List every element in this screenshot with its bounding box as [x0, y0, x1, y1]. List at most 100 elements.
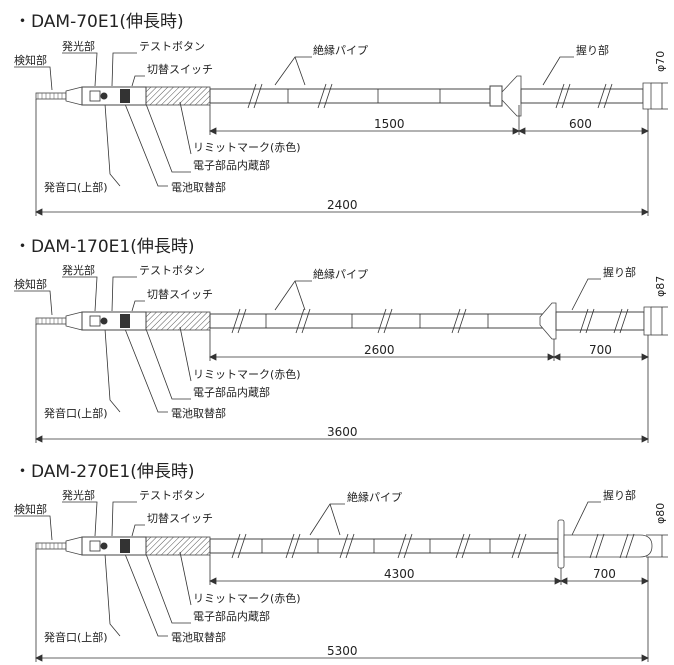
diagram-svg: ・DAM-270E1(伸長時) 検知部 発光部 テストボタン 切替スイッチ 絶縁…: [14, 462, 668, 662]
label-detector: 検知部: [14, 277, 47, 291]
dimension-lines: [35, 353, 649, 443]
grip-pipe: [555, 311, 645, 331]
label-electronics: 電子部品内蔵部: [193, 385, 270, 399]
diameter-label: φ70: [654, 51, 667, 72]
label-detector: 検知部: [14, 53, 47, 67]
switch-shape: [120, 314, 130, 328]
label-light: 発光部: [62, 263, 95, 277]
dimension-total: 2400: [327, 198, 358, 212]
diagram-svg: ・DAM-70E1(伸長時) 検知部 発光部 テストボタン 切替スイッチ 絶縁パ…: [14, 12, 668, 216]
leader-pipe-1: [274, 56, 312, 86]
dimension-grip: 700: [593, 567, 616, 581]
label-grip: 握り部: [603, 488, 636, 502]
extension-lines: [35, 324, 649, 443]
model-diagram-dam-270e1: ・DAM-270E1(伸長時) 検知部 発光部 テストボタン 切替スイッチ 絶縁…: [0, 450, 674, 665]
detector-tip: [35, 86, 83, 106]
label-grip: 握り部: [576, 43, 609, 57]
light-window: [89, 540, 101, 552]
dimension-grip: 600: [569, 117, 592, 131]
leader-grip: [571, 501, 601, 536]
label-switch: 切替スイッチ: [147, 287, 213, 301]
label-switch: 切替スイッチ: [147, 511, 213, 525]
leader-switch: [131, 524, 145, 537]
label-light: 発光部: [62, 488, 95, 502]
leader-limit-mark: [179, 551, 192, 606]
leader-electronics: [145, 103, 191, 173]
leader-pipe-2: [294, 56, 306, 86]
dimension-total: 3600: [327, 425, 358, 439]
guard-ring: [557, 519, 565, 569]
leader-switch: [131, 75, 145, 87]
light-window: [89, 90, 101, 102]
dimension-pipe: 2600: [364, 343, 395, 357]
test-button-shape: [100, 542, 108, 550]
label-electronics: 電子部品内蔵部: [193, 158, 270, 172]
label-detector: 検知部: [14, 502, 47, 516]
dimension-lines: [35, 127, 649, 216]
end-cap: [642, 82, 652, 110]
leader-electronics: [145, 328, 191, 400]
leader-test-button: [111, 501, 137, 537]
leader-detector: [14, 66, 53, 91]
leader-detector: [14, 515, 53, 541]
dimension-grip: 700: [589, 343, 612, 357]
label-limit-mark: リミットマーク(赤色): [193, 140, 301, 154]
leader-limit-mark: [179, 101, 192, 155]
leader-pipe-2: [329, 503, 341, 536]
insulated-pipe: [209, 313, 545, 329]
label-electronics: 電子部品内蔵部: [193, 609, 270, 623]
model-title: ・DAM-270E1(伸長時): [14, 462, 195, 482]
leader-test-button: [111, 52, 137, 87]
diameter-label: φ80: [654, 503, 667, 524]
label-switch: 切替スイッチ: [147, 62, 213, 76]
leader-light: [62, 276, 98, 312]
label-test-button: テストボタン: [139, 40, 205, 53]
switch-shape: [120, 89, 130, 103]
dimension-pipe: 4300: [384, 567, 415, 581]
label-battery: 電池取替部: [171, 406, 226, 420]
label-sound-port: 発音口(上部): [44, 180, 108, 194]
detector-tip: [35, 536, 83, 556]
leader-pipe-1: [309, 503, 345, 536]
dimension-pipe: 1500: [374, 117, 405, 131]
pipe-joints: [265, 314, 489, 328]
guard-flange: [501, 75, 522, 117]
diameter-dimension: [646, 534, 668, 558]
pipe-joints: [287, 89, 441, 103]
dimension-total: 5300: [327, 644, 358, 658]
grip-pipe: [563, 534, 653, 558]
model-title: ・DAM-70E1(伸長時): [14, 12, 184, 32]
leader-battery: [124, 103, 168, 187]
extension-lines: [35, 99, 649, 216]
leader-grip: [571, 278, 601, 311]
extension-lines: [35, 549, 649, 662]
label-light: 発光部: [62, 39, 95, 53]
diagram-svg: ・DAM-170E1(伸長時) 検知部 発光部 テストボタン 切替スイッチ 絶縁…: [14, 237, 668, 443]
break-marks: [231, 308, 629, 334]
label-battery: 電池取替部: [171, 180, 226, 194]
leader-switch: [131, 300, 145, 312]
electronics-section: [145, 86, 211, 106]
break-marks: [231, 533, 635, 559]
leader-test-button: [111, 276, 137, 312]
label-test-button: テストボタン: [139, 489, 205, 502]
model-diagram-dam-170e1: ・DAM-170E1(伸長時) 検知部 発光部 テストボタン 切替スイッチ 絶縁…: [0, 225, 674, 450]
pipe-joints: [261, 539, 491, 553]
label-limit-mark: リミットマーク(赤色): [193, 367, 301, 381]
leader-detector: [14, 290, 53, 316]
test-button-shape: [100, 92, 108, 100]
leader-pipe-1: [274, 280, 312, 311]
leader-sound-port: [104, 553, 121, 637]
label-insulated-pipe: 絶縁パイプ: [313, 43, 368, 57]
label-battery: 電池取替部: [171, 630, 226, 644]
break-marks: [247, 83, 613, 109]
grip-pipe: [520, 88, 644, 104]
label-test-button: テストボタン: [139, 264, 205, 277]
leader-grip: [542, 56, 574, 86]
detector-tip: [35, 311, 83, 331]
leader-battery: [124, 553, 168, 637]
end-cap: [643, 306, 652, 336]
guard-flange: [539, 302, 557, 340]
electronics-section: [145, 536, 211, 556]
